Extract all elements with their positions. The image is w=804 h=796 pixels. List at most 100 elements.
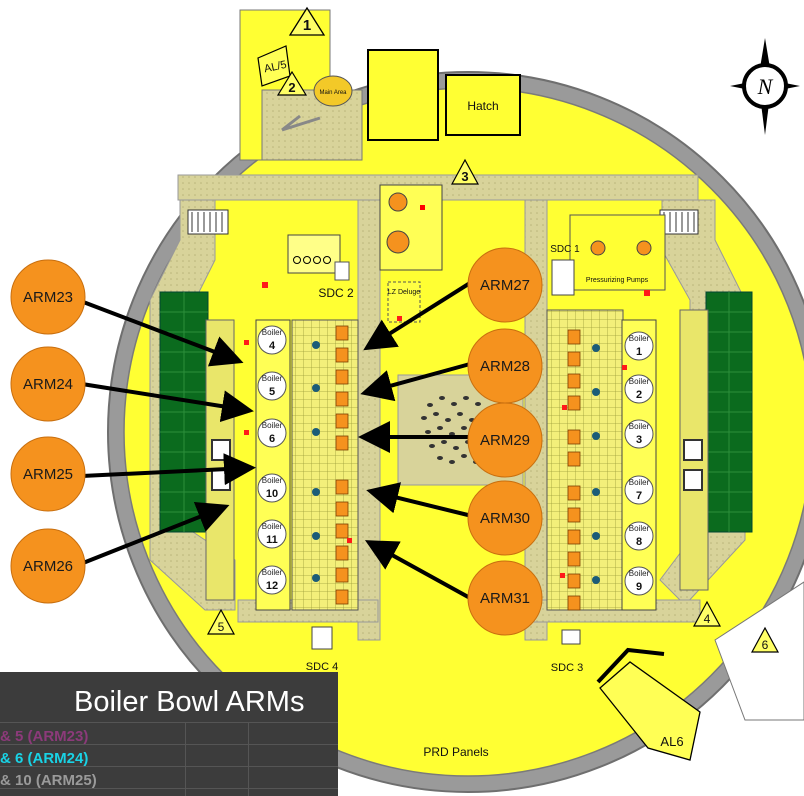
boiler-4: Boiler 4	[257, 325, 287, 355]
svg-text:11: 11	[266, 534, 278, 546]
hatch-label: Hatch	[467, 99, 498, 113]
svg-text:ARM30: ARM30	[480, 510, 530, 527]
north-compass-icon: N	[730, 38, 800, 135]
arm25-arrow	[81, 453, 256, 486]
al6-door-line	[596, 647, 665, 684]
svg-text:Boiler: Boiler	[262, 374, 283, 383]
svg-text:Boiler: Boiler	[262, 421, 283, 430]
boiler-1: Boiler 1	[624, 331, 654, 361]
zone-3-label: 3	[461, 169, 468, 184]
zone-5-label: 5	[218, 620, 225, 634]
arm31-marker: ARM31	[467, 560, 543, 636]
sdc4-box	[311, 626, 333, 650]
arm28-arrow	[360, 362, 471, 402]
al5-label: AL/5	[263, 59, 288, 75]
legend-row-arm25: & 10 (ARM25)	[0, 772, 97, 789]
svg-text:8: 8	[636, 536, 642, 548]
lz-deluge-label: LZ Deluge	[388, 289, 420, 296]
svg-text:Boiler: Boiler	[262, 476, 283, 485]
zone-4-label: 4	[704, 612, 711, 626]
pressurizing-pumps-label: Pressurizing Pumps	[586, 277, 649, 284]
prd-panels-label: PRD Panels	[423, 745, 488, 759]
svg-text:Boiler: Boiler	[262, 522, 283, 531]
zone-3-marker	[450, 158, 480, 185]
svg-text:9: 9	[636, 581, 642, 593]
sdc3-box	[561, 629, 581, 645]
red-markers	[244, 282, 650, 578]
zone-2-marker	[276, 70, 308, 96]
right-valve-stack	[567, 329, 581, 611]
hatch-room	[367, 49, 439, 141]
arm23-arrow	[77, 298, 244, 367]
arm28-marker: ARM28	[467, 328, 543, 404]
zone-5-marker	[206, 608, 236, 635]
arm26-arrow	[77, 501, 230, 567]
legend-panel: Boiler Bowl ARMs & 5 (ARM23) & 6 (ARM24)…	[0, 672, 338, 796]
legend-title: Boiler Bowl ARMs	[74, 686, 305, 718]
svg-text:ARM27: ARM27	[480, 277, 530, 294]
svg-text:ARM29: ARM29	[480, 432, 530, 449]
arm30-marker: ARM30	[467, 480, 543, 556]
svg-text:Boiler: Boiler	[629, 377, 650, 386]
svg-text:1: 1	[636, 346, 642, 358]
ramp-marker	[281, 114, 321, 132]
right-pump-icons	[592, 344, 600, 584]
svg-text:Boiler: Boiler	[262, 568, 283, 577]
info-sign	[313, 75, 353, 107]
legend-row-arm24: & 6 (ARM24)	[0, 750, 89, 767]
boiler-6: Boiler 6	[257, 418, 287, 448]
wood-platform-room	[379, 184, 443, 271]
left-center-walkway	[357, 199, 381, 641]
boiler-11: Boiler 11	[257, 519, 287, 549]
svg-text:Boiler: Boiler	[629, 334, 650, 343]
zone-6-marker	[750, 626, 780, 653]
arm27-marker: ARM27	[467, 247, 543, 323]
stair-block-left	[187, 209, 229, 235]
svg-text:ARM24: ARM24	[23, 376, 73, 393]
hatch-box	[445, 74, 521, 136]
zone-1-label: 1	[303, 17, 311, 34]
arm26-marker: ARM26	[10, 528, 86, 604]
svg-text:Boiler: Boiler	[262, 328, 283, 337]
al6-arrow	[599, 661, 701, 761]
sdc1-box	[551, 259, 575, 296]
legend-row-arm23: & 5 (ARM23)	[0, 728, 89, 745]
left-pump-icons	[312, 341, 320, 582]
svg-text:Main Area: Main Area	[319, 90, 347, 96]
left-grating-column	[291, 319, 359, 611]
svg-text:ARM23: ARM23	[23, 289, 73, 306]
arm25-marker: ARM25	[10, 436, 86, 512]
right-boiler-column	[621, 319, 657, 611]
svg-text:ARM31: ARM31	[480, 590, 530, 607]
stair-block-right	[659, 209, 699, 235]
left-pump-bank	[159, 291, 209, 533]
left-valve-stack	[335, 325, 349, 605]
zone-4-marker	[692, 600, 722, 627]
svg-text:2: 2	[636, 389, 642, 401]
svg-text:4: 4	[269, 340, 276, 352]
sdc3-label: SDC 3	[551, 662, 583, 674]
svg-text:ARM26: ARM26	[23, 558, 73, 575]
zone-2-label: 2	[288, 80, 295, 95]
sdc4-label: SDC 4	[306, 661, 338, 673]
svg-text:6: 6	[269, 433, 275, 445]
svg-text:Boiler: Boiler	[629, 478, 650, 487]
al6-label: AL6	[660, 734, 683, 749]
left-boiler-column	[255, 319, 291, 611]
svg-text:3: 3	[636, 434, 642, 446]
svg-text:N: N	[757, 74, 774, 99]
right-pump-bank	[705, 291, 753, 533]
zone-1-marker	[288, 6, 326, 36]
arm24-arrow	[81, 382, 254, 423]
arm29-marker: ARM29	[467, 402, 543, 478]
svg-text:ARM28: ARM28	[480, 358, 530, 375]
arm24-marker: ARM24	[10, 346, 86, 422]
